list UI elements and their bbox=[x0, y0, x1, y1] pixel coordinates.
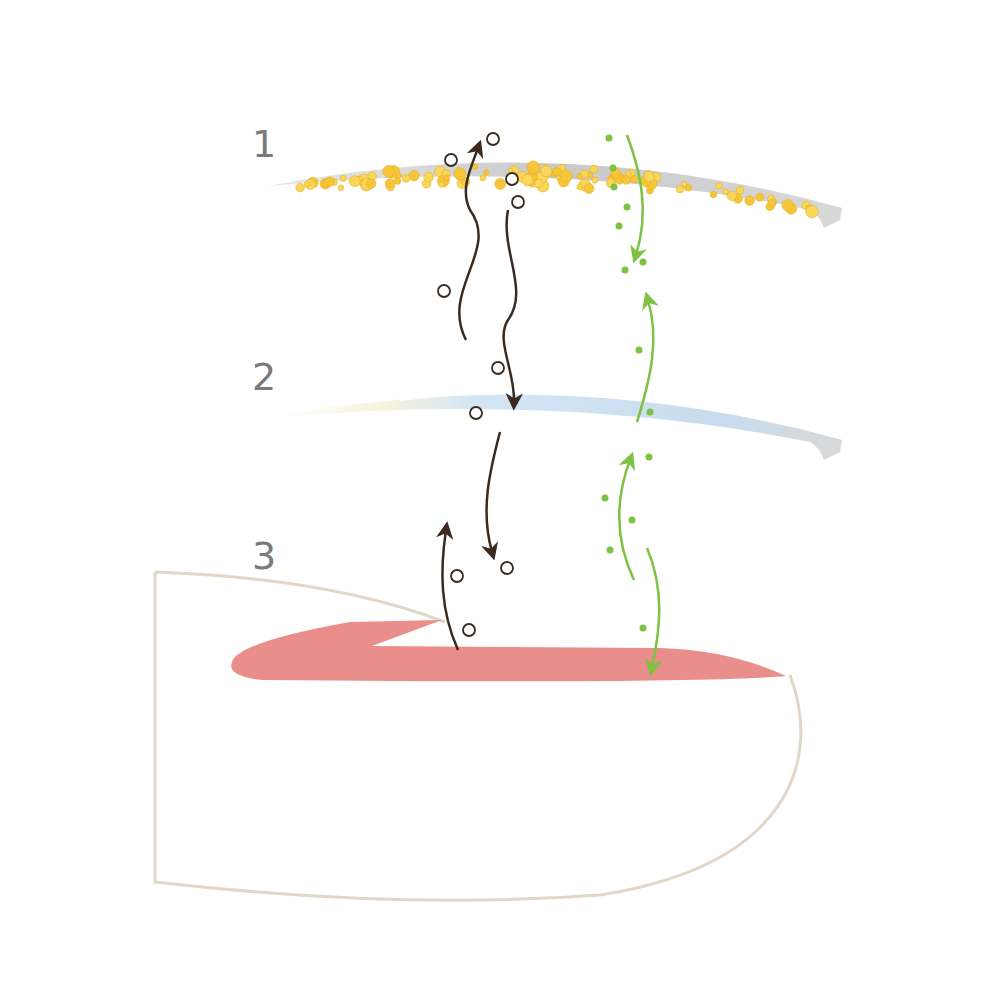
moisture-arrows bbox=[442, 148, 516, 650]
callout-number: 2 bbox=[252, 358, 276, 396]
coating-particles bbox=[296, 161, 818, 218]
nutrient-arrows bbox=[619, 135, 659, 668]
callout-number: 1 bbox=[252, 125, 276, 163]
callout-number: 3 bbox=[252, 537, 276, 575]
coating-layer bbox=[268, 163, 842, 228]
base-layer-highlight bbox=[400, 391, 760, 405]
nail-bed bbox=[231, 620, 786, 681]
finger-outline bbox=[155, 572, 801, 900]
moisture-molecules bbox=[438, 133, 524, 636]
nutrient-dots bbox=[602, 135, 654, 632]
